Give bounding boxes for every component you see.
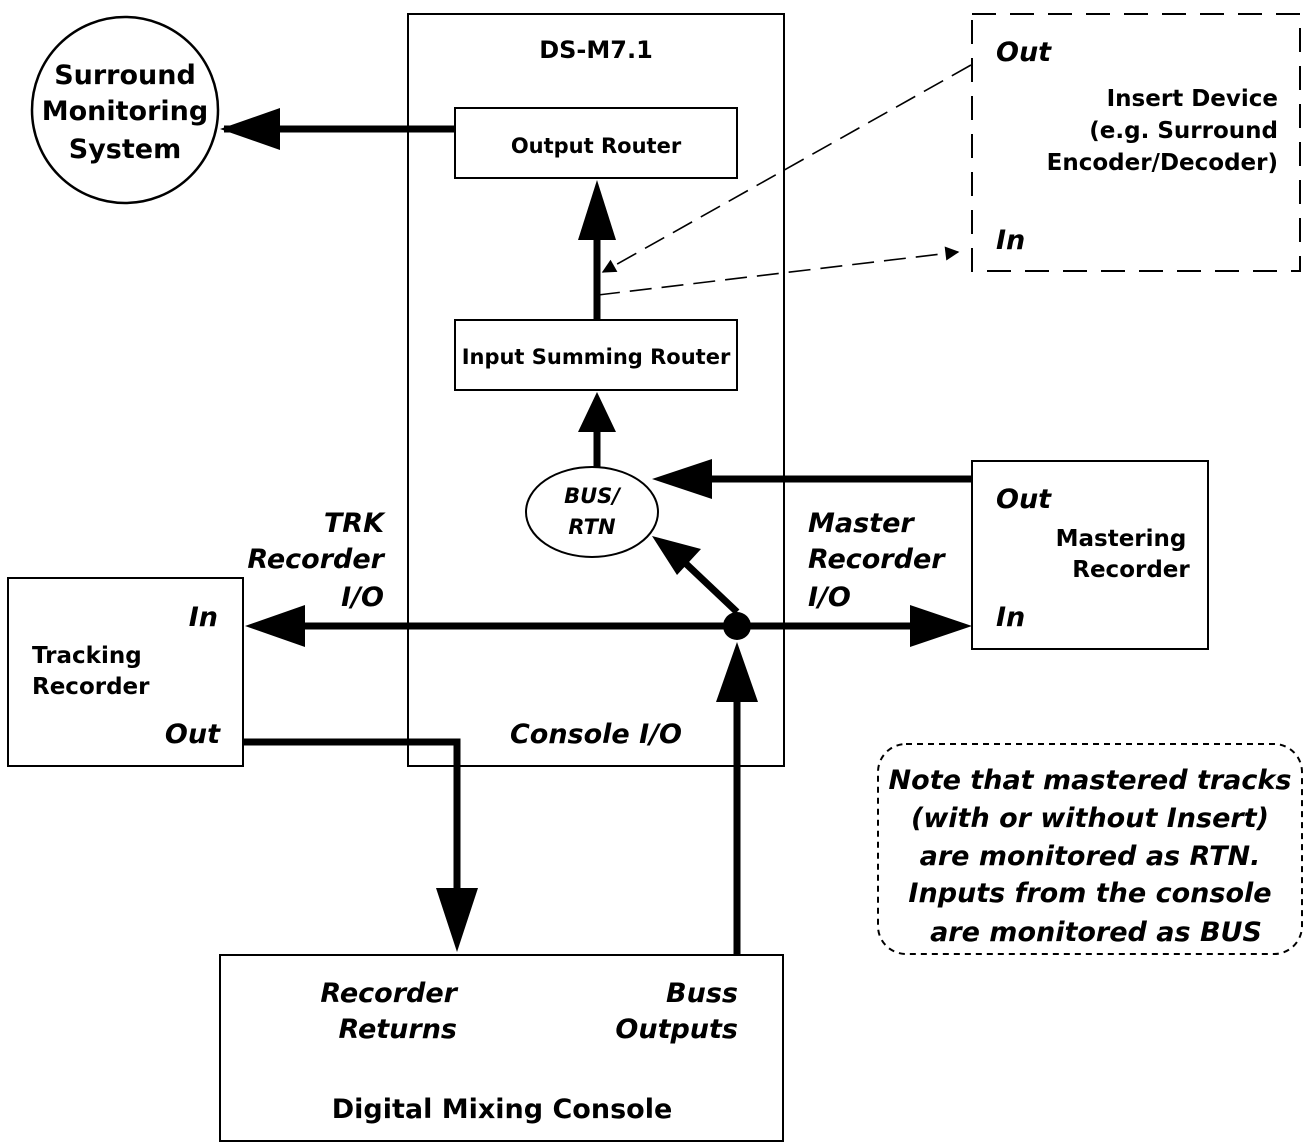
bus-rtn-label-2: RTN [568,515,616,539]
insert-device-label-3: Encoder/Decoder) [1047,150,1278,176]
insert-in-path [597,246,960,296]
trk-io-line-2: Recorder [247,544,385,575]
arrowhead-mastering-in [910,605,972,647]
arrowhead-junction [716,642,758,702]
buss-outputs-label-1: Buss [666,978,738,1009]
mastering-recorder: Out In Mastering Recorder [971,460,1209,650]
tracking-recorder-label-2: Recorder [32,674,150,700]
tracking-recorder-out: Out [165,719,221,750]
recorder-returns-label-2: Returns [339,1014,458,1045]
mastering-recorder-label-2: Recorder [1072,557,1190,583]
note-callout: Note that mastered tracks (with or witho… [877,743,1303,955]
mastering-recorder-box [971,460,1209,650]
digital-mixing-console: Recorder Returns Buss Outputs Digital Mi… [219,954,784,1142]
master-io-line-1: Master [808,508,915,539]
mastering-recorder-label-1: Mastering [1056,526,1187,552]
output-router-box [454,107,738,179]
surround-label-3: System [69,134,181,165]
note-line-4: Inputs from the console [908,878,1271,909]
mastering-recorder-out: Out [996,484,1052,515]
trk-recorder-io-label: TRK Recorder I/O [247,508,386,613]
master-io-line-2: Recorder [808,544,946,575]
digital-mixing-console-box [219,954,784,1142]
arrowhead-output-router [578,180,616,240]
arrowhead-monitoring [220,108,280,150]
arrowhead-recorder-returns [436,888,478,952]
arrowhead-tracking-in [245,605,305,647]
note-line-2: (with or without Insert) [911,803,1269,834]
ds-m71-title: DS-M7.1 [539,36,653,64]
insert-device-box [971,13,1301,272]
bus-rtn-node [525,466,659,558]
console-io-label: Console I/O [510,719,682,750]
mastering-recorder-in: In [996,602,1025,633]
ds-m71-box [407,13,785,767]
insert-device-out: Out [996,37,1052,68]
arrow-junction-to-busrtn [678,556,740,615]
connectors [220,64,972,955]
arrow-tracking-to-returns [243,738,461,890]
tracking-recorder-in: In [189,602,218,633]
tracking-recorder: In Out Tracking Recorder [7,577,244,767]
arrowhead-summing-router [578,392,616,432]
insert-device-label-1: Insert Device [1107,86,1278,112]
surround-monitoring-circle [30,15,220,205]
trk-io-line-1: TRK [324,508,386,539]
master-io-line-3: I/O [808,582,851,613]
output-router-label: Output Router [511,134,682,158]
arrowhead-busrtn-diagonal [652,536,701,575]
recorder-returns-label-1: Recorder [320,978,458,1009]
note-box [877,743,1303,955]
digital-mixing-console-title: Digital Mixing Console [332,1094,673,1125]
tracking-recorder-box [7,577,244,767]
insert-out-path [601,64,972,273]
note-line-3: are monitored as RTN. [920,841,1261,872]
junction-node [723,612,751,640]
surround-monitoring-system: Surround Monitoring System [30,15,220,205]
surround-label-1: Surround [54,60,196,91]
arrowhead-busrtn-top [652,459,712,499]
input-summing-router-label: Input Summing Router [462,345,731,369]
trk-io-line-3: I/O [341,582,384,613]
insert-device: Out In Insert Device (e.g. Surround Enco… [971,13,1301,272]
ds-m71-unit: DS-M7.1 Output Router Input Summing Rout… [407,13,785,767]
note-line-1: Note that mastered tracks [889,765,1292,796]
note-line-5: are monitored as BUS [930,917,1262,948]
tracking-recorder-label-1: Tracking [32,643,142,669]
bus-rtn-label-1: BUS/ [564,484,622,508]
insert-device-label-2: (e.g. Surround [1089,118,1278,144]
surround-label-2: Monitoring [42,96,208,127]
buss-outputs-label-2: Outputs [615,1014,738,1045]
insert-device-in: In [996,225,1025,256]
master-recorder-io-label: Master Recorder I/O [808,508,946,613]
